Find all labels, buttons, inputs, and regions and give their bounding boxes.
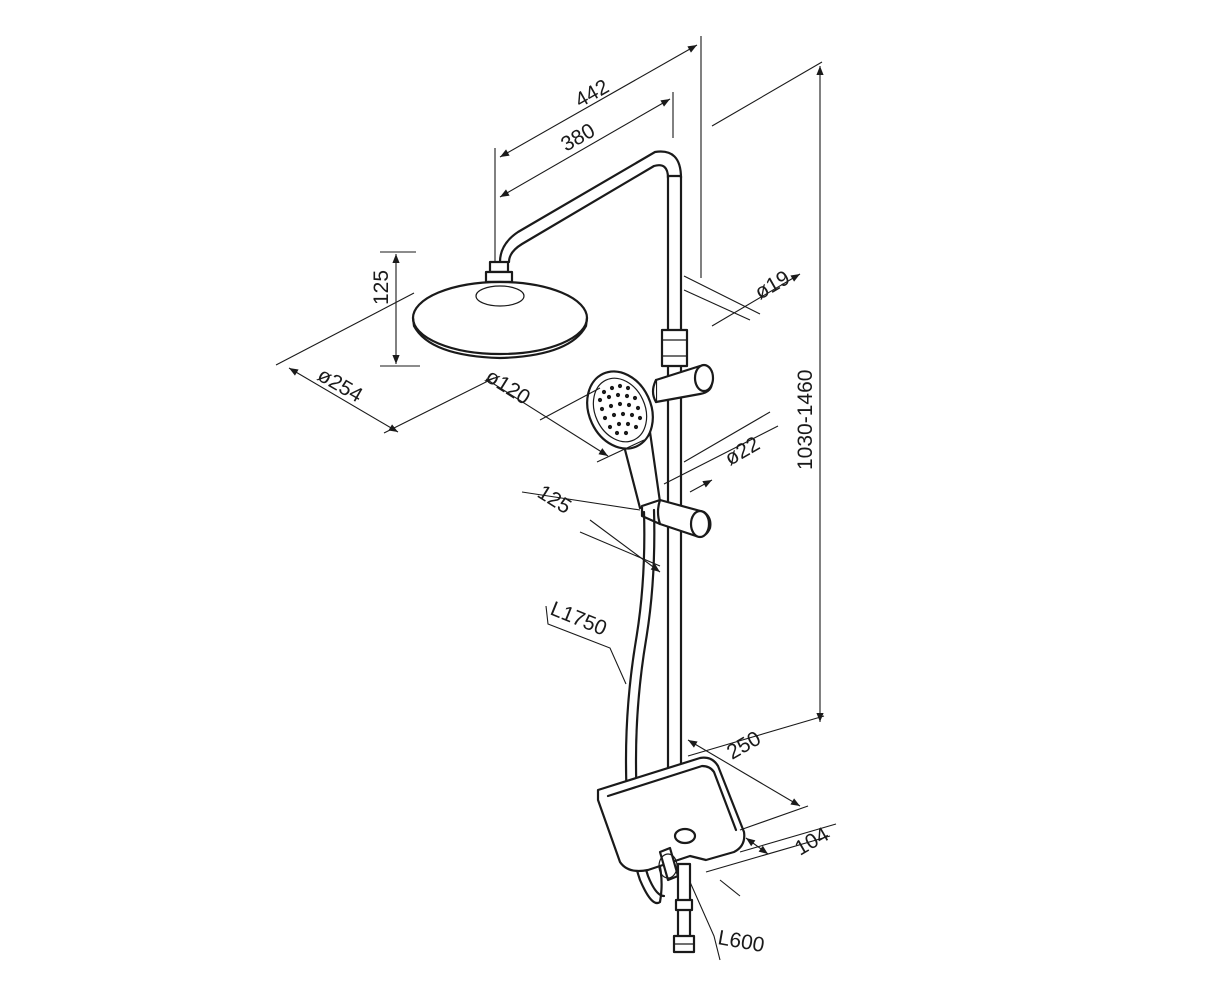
dimension-254-label: ø254: [314, 363, 367, 407]
dimension-125-hand-label: 125: [533, 481, 575, 519]
dimension-125-head-label: 125: [370, 270, 393, 305]
hand-shower: [586, 370, 662, 510]
dimension-600-label: L600: [716, 926, 766, 957]
dimension-22-label: ø22: [721, 432, 764, 470]
dimension-19: ø19: [683, 61, 823, 327]
dimension-380: 380: [499, 98, 671, 198]
overhead-arm: [498, 150, 683, 264]
dimension-600: L600: [689, 881, 766, 961]
dimension-125-head: 125: [370, 251, 420, 367]
dimension-1030-1460: 1030-1460: [687, 66, 825, 757]
dimension-1750: L1750: [545, 597, 627, 685]
dimension-250-label: 250: [723, 727, 765, 764]
dimension-120-label: ø120: [481, 365, 534, 410]
dimension-1750-label: L1750: [547, 597, 610, 640]
nozzle-pattern: [597, 383, 643, 436]
dimension-1030-1460-label: 1030-1460: [794, 370, 817, 470]
riser-pipe: [666, 174, 683, 812]
dimension-442-label: 442: [571, 75, 613, 112]
pipe-clamp: [660, 328, 689, 368]
slider-holder-lower: [640, 498, 712, 539]
shower-assembly: [411, 150, 746, 954]
overhead-shower-head: [411, 280, 589, 360]
slider-holder-upper: [651, 363, 715, 404]
dimension-lines: 442 380 125 ø254 ø120: [275, 36, 837, 961]
dimension-104-label: 104: [791, 823, 833, 861]
inlet-hose: [672, 862, 696, 954]
thermostat-shelf: [596, 756, 746, 882]
dimension-380-label: 380: [557, 119, 599, 156]
